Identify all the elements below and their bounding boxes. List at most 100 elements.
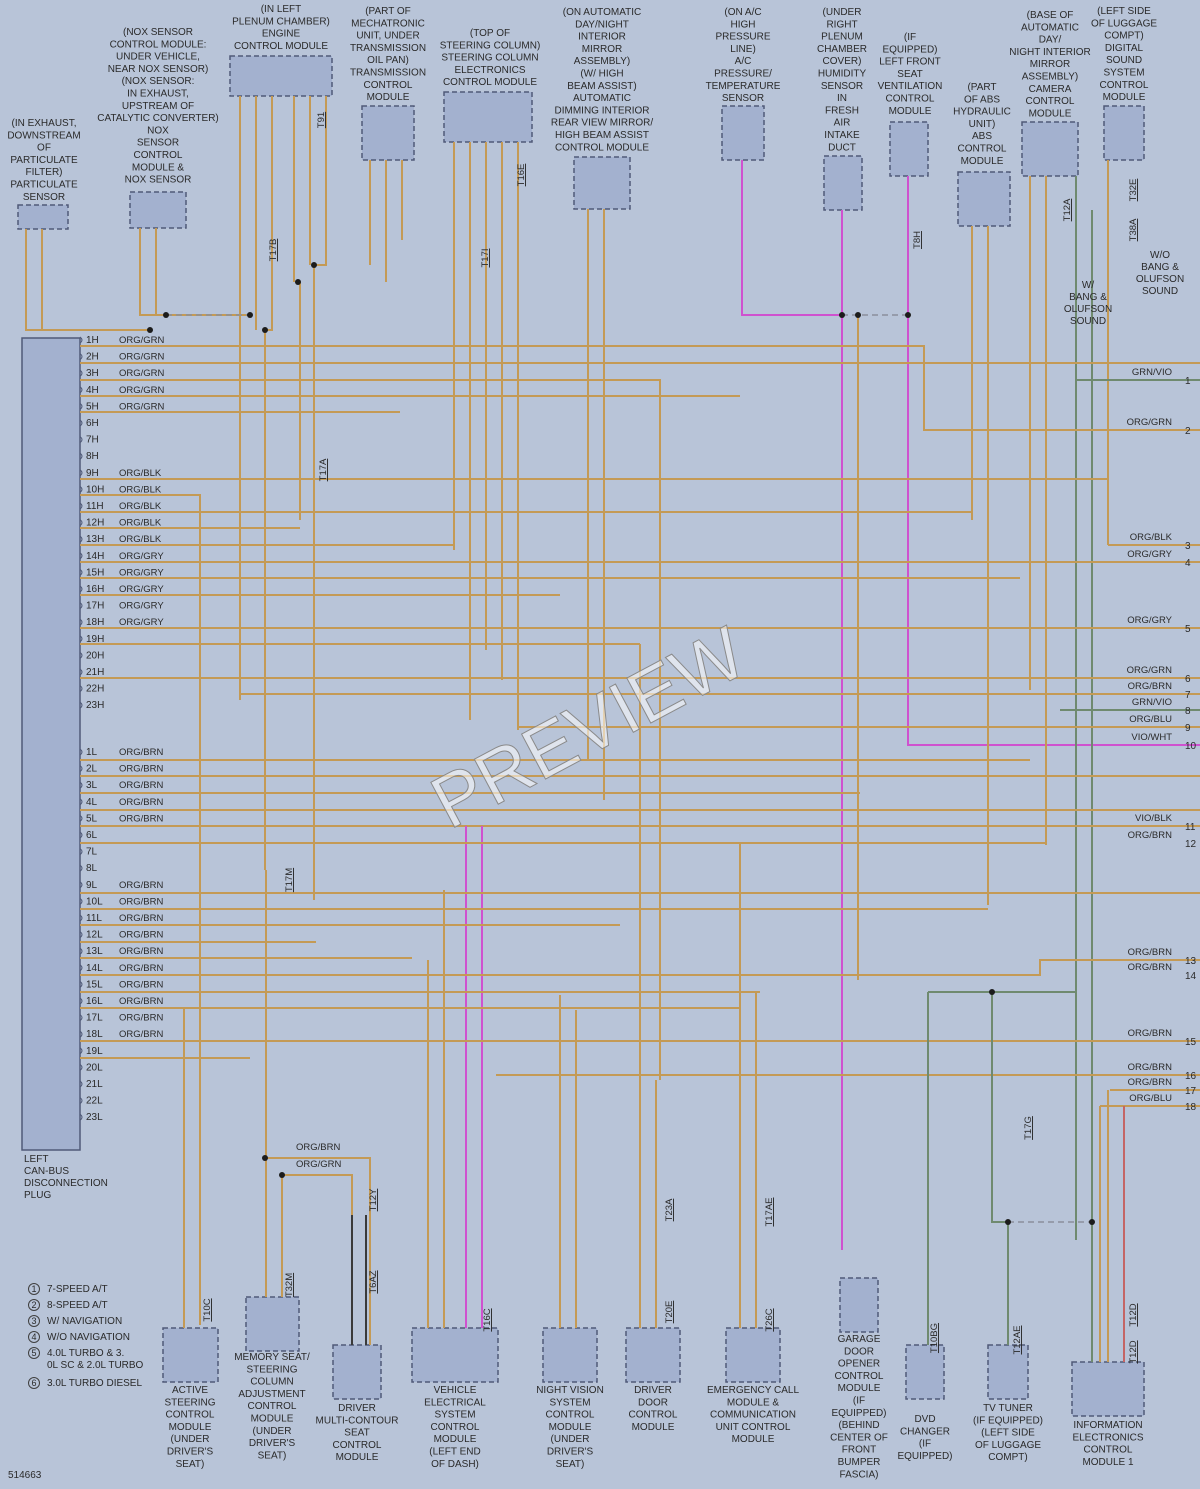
top-wire-4H: ORG/GRN [119,385,165,396]
bottom-pin-19L: 19L [86,1046,103,1057]
connector-ref-T91: T91 [316,112,327,128]
abs-label: OF ABS [964,94,1000,105]
connector-ref-T17A: T17A [318,458,329,481]
legend-key-3: 3 [31,1316,36,1326]
abs-label: (PART [967,82,996,93]
garage-label: CONTROL [835,1371,884,1382]
top-pin-9H: 9H [86,468,99,479]
seatvent-label: LEFT FRONT [879,57,940,68]
mirror-label: ASSEMBLY) [574,56,631,67]
top-pin-5H: 5H [86,401,99,412]
ecm-label: ENGINE [262,29,301,40]
dsp-label: MODULE [1103,92,1146,103]
ecall-module [725,1327,781,1383]
plug-contact [79,765,83,772]
plug-contact [79,1030,83,1038]
legend-marker [28,1299,40,1311]
top-pin-22H: 22H [86,684,104,695]
nox-label: NOX SENSOR [125,175,192,186]
right-wire-13: ORG/BRN [1128,947,1172,958]
ecall-label: MODULE [732,1434,775,1445]
nox-module [129,191,187,229]
nox-label: CONTROL MODULE: [110,39,207,50]
humidity-label: HUMIDITY [818,69,867,80]
legend-text-5: 0L SC & 2.0L TURBO [47,1360,144,1371]
plug-contact [79,353,83,360]
plug-contact [79,1097,83,1104]
plug-contact [79,535,83,543]
connector-ref-T12AE: T12AE [1012,1325,1023,1354]
ac-label: TEMPERATURE [706,81,781,92]
bottom-pin-5L: 5L [86,813,98,824]
tvtuner-label: OF LUGGAGE [975,1440,1041,1451]
iecm-label: ELECTRONICS [1072,1432,1143,1443]
garage-label: OPENER [838,1359,880,1370]
bottom-wire-10L: ORG/BRN [119,896,163,907]
activesteer-label: MODULE [169,1422,212,1433]
dsp-label: (LEFT SIDE [1097,6,1151,17]
connector-ref-T8H: T8H [912,231,923,249]
multiseat-label: DRIVER [338,1403,376,1414]
plug-contact [79,685,83,692]
ecm-label: PLENUM CHAMBER) [232,16,330,27]
driverdoor-label: MODULE [632,1422,675,1433]
seatvent-label: EQUIPPED) [882,44,937,55]
bang-wo-label: W/O [1150,250,1170,261]
plug-contact [79,798,83,806]
garage-label: (BEHIND [838,1420,879,1431]
nox-label: NOX [147,125,169,136]
activesteer-label: SEAT) [176,1459,205,1470]
camera-module [1021,121,1079,177]
scem-label: (TOP OF [470,28,510,39]
ecm-label: (IN LEFT [261,4,302,15]
humidity-label: CHAMBER [817,44,867,55]
legend-text-2: 8-SPEED A/T [47,1300,108,1311]
driverdoor-label: CONTROL [629,1410,678,1421]
vesc-label: SYSTEM [434,1410,475,1421]
connector-ref-T17M: T17M [284,868,295,892]
mirror-label: MIRROR [582,44,623,55]
legend-key-4: 4 [31,1332,36,1342]
particulate-label: FILTER) [25,167,62,178]
mirror-label: BEAM ASSIST) [567,81,636,92]
top-wire-5H: ORG/GRN [119,401,165,412]
right-terminal-2: 2 [1185,426,1191,437]
plug-contact [79,964,83,972]
bottom-pin-2L: 2L [86,764,98,775]
bottom-wire-1L: ORG/BRN [119,747,163,758]
connector-ref-T38A: T38A [1128,218,1139,241]
memseat-label: COLUMN [250,1377,293,1388]
plug-contact [79,748,83,756]
particulate-label: PARTICULATE [10,155,78,166]
ac-label: LINE) [730,44,756,55]
iecm-label: CONTROL [1084,1445,1133,1456]
nox-label: CATALYTIC CONVERTER) [97,113,219,124]
mirror-label: AUTOMATIC [573,93,631,104]
dsp-module [1103,105,1145,161]
legend-marker [28,1283,40,1295]
bottom-pin-11L: 11L [86,913,102,924]
activesteer-label: ACTIVE [172,1385,208,1396]
right-wire-15: ORG/BRN [1128,1028,1172,1039]
memseat-label: MODULE [251,1414,294,1425]
nox-label: UNDER VEHICLE, [116,52,200,63]
figure-id: 514663 [8,1470,42,1481]
humidity-label: RIGHT [826,19,857,30]
mirror-label: CONTROL MODULE [555,142,649,153]
iecm-label: MODULE 1 [1082,1457,1134,1468]
nox-label: UPSTREAM OF [122,101,194,112]
garage-label: FRONT [842,1445,876,1456]
can-bus-plug [21,337,81,1151]
activesteer-label: DRIVER'S [167,1447,214,1458]
connector-ref-T12Y: T12Y [368,1188,379,1211]
top-wire-12H: ORG/BLK [119,518,162,529]
bang-wo-label: OLUFSON [1136,274,1184,285]
connector-ref-T17AE: T17AE [764,1197,775,1226]
nightvision-module [542,1327,598,1383]
camera-label: NIGHT INTERIOR [1009,47,1090,58]
right-wire-17: ORG/BRN [1128,1077,1172,1088]
legend-key-2: 2 [31,1300,36,1310]
memseat-label: (UNDER [253,1426,292,1437]
camera-label: DAY/ [1039,35,1062,46]
legend-text-4: W/O NAVIGATION [47,1332,130,1343]
